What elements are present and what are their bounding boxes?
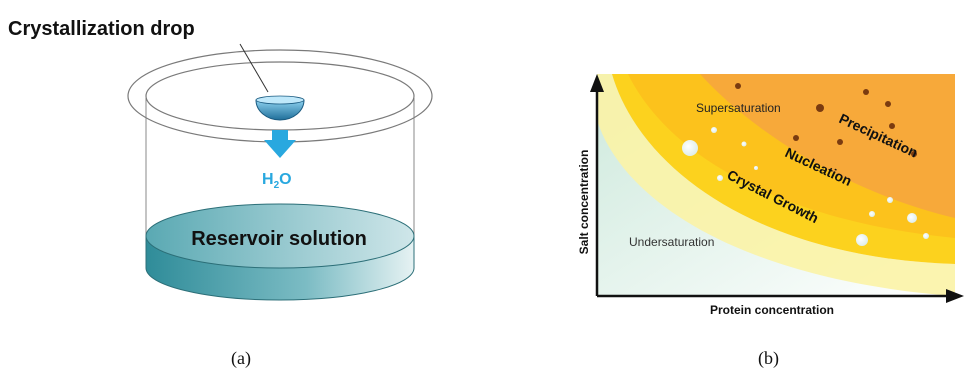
y-axis-label: Salt concentration: [577, 150, 591, 255]
undersaturation-label: Undersaturation: [629, 235, 714, 249]
drop-title: Crystallization drop: [8, 18, 195, 40]
y-axis-arrowhead: [590, 74, 604, 92]
reservoir-surface: [145, 203, 415, 269]
crystal-dots: [682, 127, 929, 246]
precipitation-region: [700, 74, 955, 218]
caption-b: (b): [758, 348, 779, 369]
precipitate-particle-icon: [837, 139, 843, 145]
precipitate-particles: [735, 83, 917, 157]
crystal-growth-band: [597, 74, 955, 296]
precipitate-particle-icon: [735, 83, 741, 89]
drop-pointer-line: [239, 43, 269, 93]
crystal-dot-icon: [869, 211, 875, 217]
supersaturation-label: Supersaturation: [696, 101, 781, 115]
down-arrow-icon: [264, 130, 296, 158]
panel-a: Crystallization drop Reservoir solution …: [8, 18, 433, 369]
drop-bowl-icon: [255, 95, 305, 121]
crystal-dot-icon: [741, 141, 747, 147]
crystal-dot-icon: [856, 234, 868, 246]
precipitate-particle-icon: [911, 151, 917, 157]
crystal-dot-icon: [907, 213, 917, 223]
crystal-dot-icon: [711, 127, 717, 133]
precipitate-particle-icon: [863, 89, 869, 95]
crystal-dot-icon: [923, 233, 929, 239]
reservoir-label: Reservoir solution: [191, 228, 367, 250]
panel-b: Salt concentration Protein concentration…: [577, 74, 964, 369]
precipitate-particle-icon: [889, 123, 895, 129]
crystal-dot-icon: [682, 140, 698, 156]
x-axis-label: Protein concentration: [710, 303, 834, 317]
crystal-dot-icon: [887, 197, 893, 203]
crystal-dot-icon: [717, 175, 723, 181]
crystal-dot-icon: [754, 166, 758, 170]
precipitate-particle-icon: [816, 104, 824, 112]
caption-a: (a): [231, 348, 251, 369]
precipitate-particle-icon: [793, 135, 799, 141]
precipitate-particle-icon: [885, 101, 891, 107]
x-axis-arrowhead: [946, 289, 964, 303]
water-label: H2O: [262, 171, 292, 191]
